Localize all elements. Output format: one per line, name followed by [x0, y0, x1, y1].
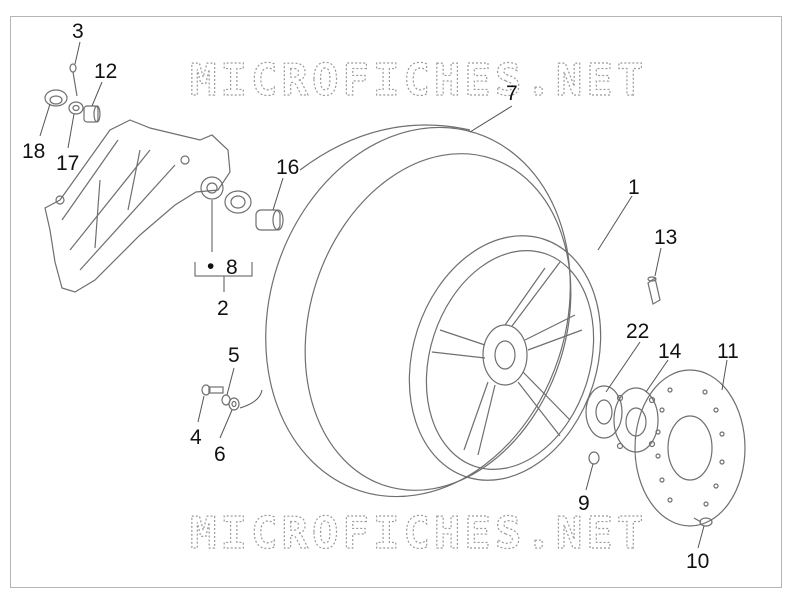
callout-10: 10 — [686, 550, 709, 573]
callout-3: 3 — [72, 20, 84, 43]
valve-part — [647, 276, 661, 305]
callout-7: 7 — [506, 82, 518, 105]
callout-16: 16 — [276, 156, 299, 179]
bushing-part — [255, 209, 284, 231]
callout-12: 12 — [94, 60, 117, 83]
axle-bolt-part — [201, 384, 224, 396]
pin-part — [69, 63, 78, 97]
callout-11: 11 — [717, 340, 739, 363]
washer-part-5-6 — [221, 394, 240, 411]
kit-marker: • — [207, 255, 214, 278]
washer-part-17 — [68, 101, 84, 115]
spacer-part-12 — [83, 105, 101, 123]
watermark-top: MICROFICHES.NET — [190, 55, 647, 106]
callout-6: 6 — [214, 443, 226, 466]
screw-part-10 — [693, 517, 713, 527]
nut-part-9 — [588, 451, 600, 465]
callout-1: 1 — [628, 176, 640, 199]
castle-nut-part — [44, 89, 68, 107]
callout-2: 2 — [217, 297, 229, 320]
callout-13: 13 — [654, 226, 677, 249]
bearing-part — [224, 190, 252, 214]
callout-8: 8 — [226, 256, 238, 279]
callout-14: 14 — [658, 340, 682, 363]
flange-part — [613, 387, 659, 453]
swing-arm-part — [44, 119, 231, 293]
callout-4: 4 — [190, 426, 202, 449]
tire-part — [265, 124, 572, 498]
watermark-bottom: MICROFICHES.NET — [190, 508, 647, 559]
disc-hub-part — [585, 385, 623, 439]
callout-17: 17 — [56, 152, 79, 175]
callout-18: 18 — [22, 140, 45, 163]
wheel-rim-part — [408, 235, 602, 481]
callout-9: 9 — [578, 492, 590, 515]
diagram-frame — [10, 16, 782, 588]
callout-5: 5 — [228, 344, 240, 367]
callout-22: 22 — [626, 320, 649, 343]
brake-disc-part — [634, 369, 746, 527]
leader-lines — [39, 41, 728, 549]
